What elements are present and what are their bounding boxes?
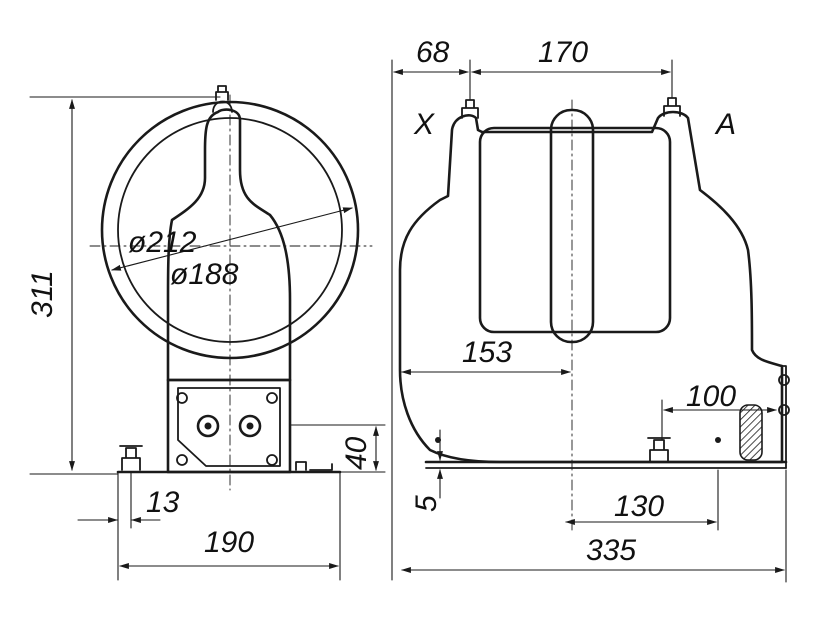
- front-bolt-1: [176, 392, 188, 404]
- side-view: X A 68 170 153 100 5 130 335: [391, 36, 790, 583]
- dim-212-leader: [111, 207, 353, 271]
- dim-335-label: 335: [586, 534, 636, 567]
- dim-212-label: ø212: [128, 226, 197, 259]
- front-ground-stud: [119, 445, 143, 471]
- front-screw-1: [196, 414, 220, 438]
- side-seal-hatch: [739, 404, 763, 461]
- front-bolt-3: [176, 454, 188, 466]
- front-view: 311 ø212 ø188 40 13 190: [26, 85, 386, 581]
- dim-130-label: 130: [614, 490, 664, 523]
- front-bolt-4: [266, 454, 278, 466]
- front-screw-2: [238, 414, 262, 438]
- front-terminal: [215, 85, 229, 101]
- dim-40-label: 40: [340, 436, 373, 470]
- front-screw-2-core: [246, 422, 254, 430]
- side-core: [478, 126, 672, 334]
- dim-153-label: 153: [462, 336, 512, 369]
- terminal-label-x: X: [413, 108, 435, 141]
- dim-13-label: 13: [146, 486, 180, 519]
- terminal-label-a: A: [714, 108, 736, 141]
- front-small-parts: [295, 461, 333, 471]
- side-ground-stud: [647, 437, 671, 463]
- side-rivet-2: [715, 437, 721, 443]
- side-end-bolt-2: [778, 404, 790, 416]
- dim-100-label: 100: [686, 380, 736, 413]
- dim-68-label: 68: [416, 36, 450, 69]
- dim-5-label: 5: [410, 495, 443, 512]
- dim-311-label: 311: [26, 270, 59, 318]
- dim-188-label: ø188: [170, 258, 239, 291]
- front-bushing: [212, 100, 233, 113]
- front-bracket-plate: [177, 387, 281, 467]
- front-bolt-2: [266, 392, 278, 404]
- dim-190-label: 190: [204, 526, 254, 559]
- side-end-bolt: [778, 374, 790, 386]
- dim-170-label: 170: [538, 36, 588, 69]
- front-screw-1-core: [204, 422, 212, 430]
- side-base-end: [781, 365, 787, 469]
